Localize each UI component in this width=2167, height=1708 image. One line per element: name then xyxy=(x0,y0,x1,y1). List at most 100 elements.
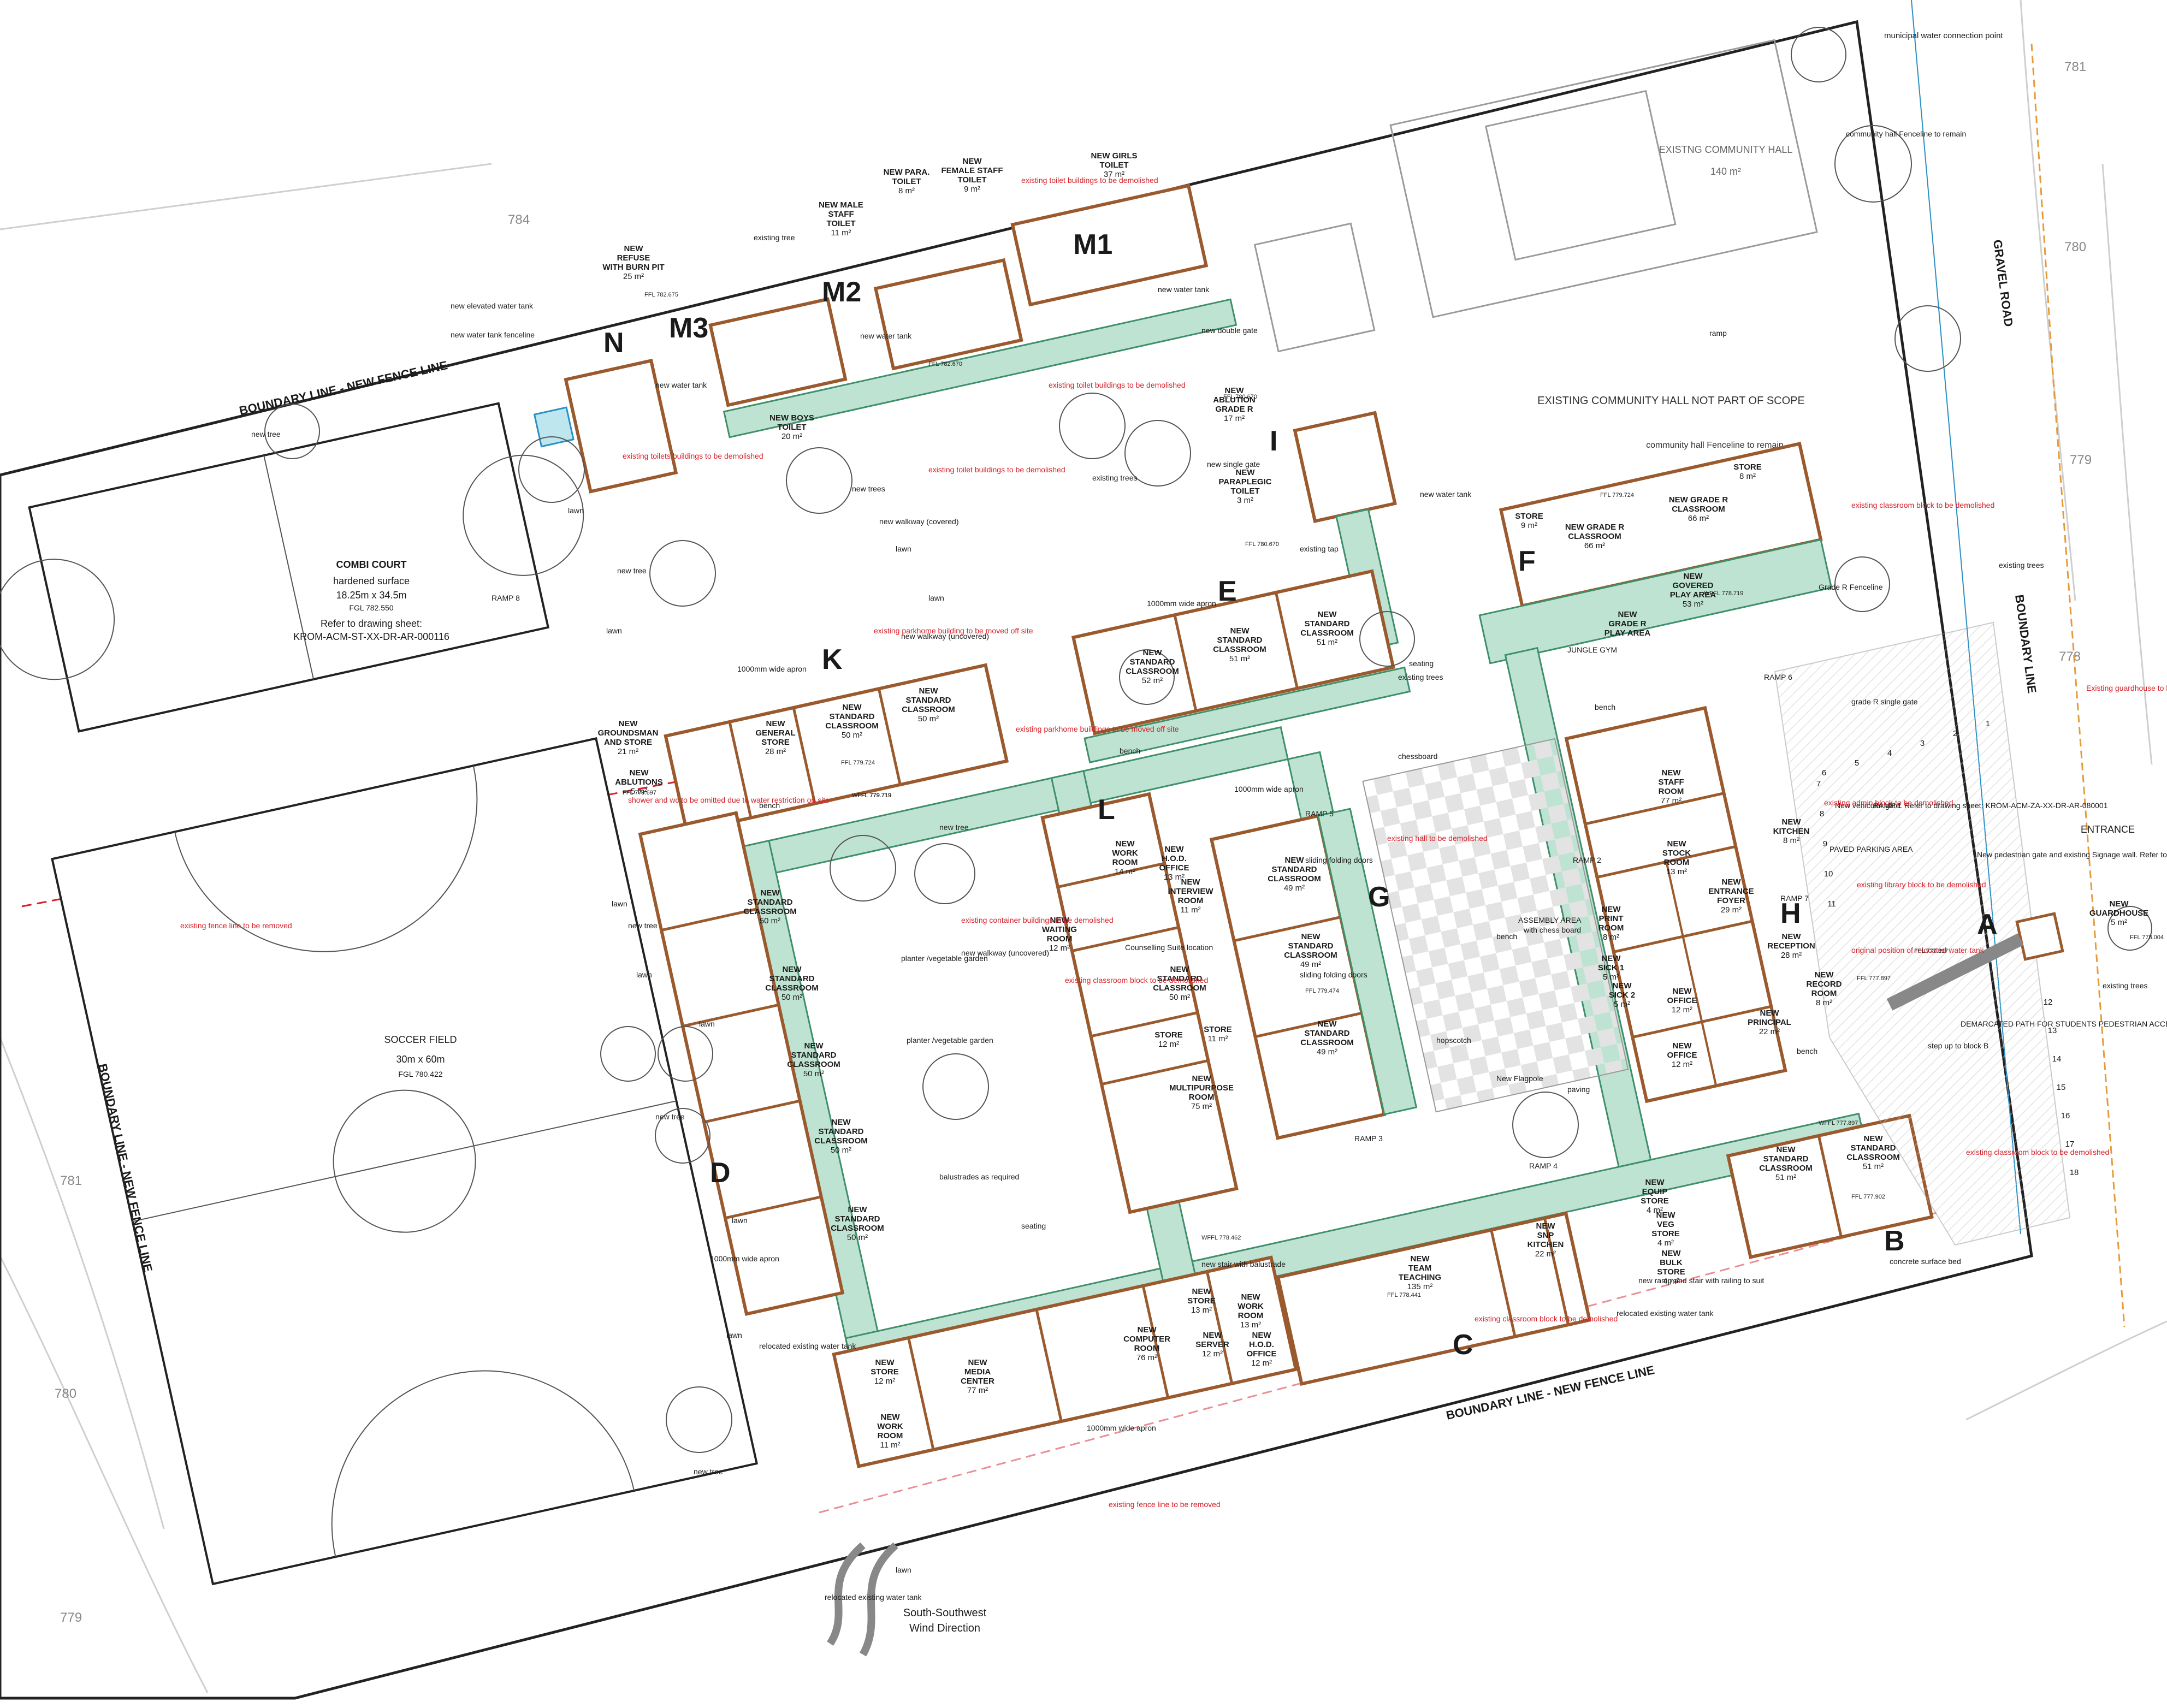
demolition-note: existing classroom block to be demolishe… xyxy=(1851,501,1994,509)
room-name-line2: REFUSE xyxy=(617,253,650,263)
site-label: planter /vegetable garden xyxy=(907,1036,993,1045)
room-area: 50 m² xyxy=(760,916,780,926)
room-name-line2: EQUIP xyxy=(1642,1187,1668,1196)
site-label: seating xyxy=(1021,1221,1046,1230)
contour-label: 781 xyxy=(2064,60,2086,74)
room-name-line2: STORE xyxy=(1187,1296,1215,1306)
room-area: 13 m² xyxy=(1240,1320,1261,1330)
room-name-line3: ROOM xyxy=(1664,858,1690,867)
room-name-line1: NEW xyxy=(1236,468,1256,477)
site-label: seating xyxy=(1409,659,1434,668)
site-label: bench xyxy=(1496,932,1517,941)
room-name-line3: FOYER xyxy=(1717,896,1745,905)
room-name-line3: AND STORE xyxy=(604,738,652,747)
demolition-note: existing hall to be demolished xyxy=(1387,834,1488,843)
room-name-line2: STANDARD xyxy=(1304,1029,1349,1038)
site-label: existing trees xyxy=(1398,673,1443,681)
room-area: 25 m² xyxy=(623,272,644,281)
demolition-note: existing classroom block to be demolishe… xyxy=(1475,1314,1618,1323)
site-label: PAVED PARKING AREA xyxy=(1829,845,1913,853)
room-name-line2: GENERAL xyxy=(755,728,795,738)
block-letter-g: G xyxy=(1368,881,1390,913)
ffl-label: FFL 779.719 xyxy=(857,792,891,799)
room-name-line3: TOILET xyxy=(957,175,986,185)
block-letter-h: H xyxy=(1780,898,1801,929)
ffl-label: FFL 777.902 xyxy=(1851,1194,1885,1200)
site-label: lawn xyxy=(896,1565,911,1574)
room-area: 4 m² xyxy=(1663,1277,1679,1286)
room-name-line3: PLAY AREA xyxy=(1670,590,1716,600)
room-area: 28 m² xyxy=(765,747,786,756)
room-area: 12 m² xyxy=(874,1377,895,1386)
ffl-label: WFFL 779.719 xyxy=(852,792,891,799)
room-area: 50 m² xyxy=(831,1146,851,1155)
parking-bay-number: 11 xyxy=(1827,899,1836,909)
room-name-line3: STORE xyxy=(761,738,789,747)
room-name-line3: PLAY AREA xyxy=(1604,628,1651,638)
room-name-line3: TOILET xyxy=(1230,487,1259,496)
room-name-line2: PRINCIPAL xyxy=(1748,1018,1791,1027)
parking-bay-number: 18 xyxy=(2070,1168,2079,1177)
room-name-line3: CLASSROOM xyxy=(1284,951,1337,960)
entrance-label: ENTRANCE xyxy=(2081,824,2135,835)
contour-label: 784 xyxy=(508,212,530,227)
site-label: RAMP 8 xyxy=(492,594,520,602)
site-label: RAMP 4 xyxy=(1529,1161,1558,1170)
demolition-note: existing admin block to be demolished xyxy=(1824,798,1953,807)
room-name-line1: NEW xyxy=(1285,856,1305,865)
room-name-line1: NEW xyxy=(875,1358,895,1367)
room-name-line1: NEW xyxy=(1192,1287,1212,1296)
parking-bay-number: 5 xyxy=(1855,758,1859,768)
room-name-line1: NEW xyxy=(1782,817,1802,827)
room-area: 12 m² xyxy=(1202,1349,1223,1359)
parking-bay-number: 7 xyxy=(1816,779,1821,788)
soccer-title: SOCCER FIELD xyxy=(384,1034,457,1045)
room-name-line3: ROOM xyxy=(1659,787,1684,796)
site-label: lawn xyxy=(606,626,622,635)
room-area: 4 m² xyxy=(1647,1206,1663,1215)
room-name-line3: CLASSROOM xyxy=(1153,983,1206,993)
room-name-line1: NEW xyxy=(1138,1325,1157,1335)
room-area: 12 m² xyxy=(1251,1359,1272,1368)
block-letter-f: F xyxy=(1518,545,1536,577)
room-area: 5 m² xyxy=(2111,918,2127,927)
room-name-line2: TOILET xyxy=(1099,161,1128,170)
room-name-line3: CENTER xyxy=(961,1377,994,1386)
room-name-line3: CLASSROOM xyxy=(831,1224,884,1233)
room-name-line3: STORE xyxy=(1651,1229,1679,1238)
contour-label: 779 xyxy=(60,1610,82,1625)
room-name-line2: STAFF xyxy=(1658,778,1684,787)
electrical-line xyxy=(2030,43,2125,1327)
room-name-line2: SICK 2 xyxy=(1609,991,1635,1000)
site-label: new tree xyxy=(251,430,281,438)
room-name-line2: MEDIA xyxy=(964,1367,991,1377)
room-name-line2: OFFICE xyxy=(1667,996,1697,1005)
room-name-line1: NEW xyxy=(1230,626,1250,636)
room-name-line3: STORE xyxy=(1657,1267,1685,1277)
room-area: 20 m² xyxy=(781,432,802,441)
parking-bay-number: 16 xyxy=(2061,1111,2070,1120)
room-name-line2: WORK xyxy=(1238,1302,1264,1311)
room-name-line1: NEW xyxy=(919,686,939,696)
combi-sub2: 18.25m x 34.5m xyxy=(336,590,406,601)
site-labels: lawnlawnlawnlawnlawnlawnlawnlawnlawnlawn… xyxy=(251,129,2167,1602)
site-label: 1000mm wide apron xyxy=(737,665,807,673)
room-name-line3: ROOM xyxy=(1178,896,1204,905)
ffl-label: FFL 778.441 xyxy=(1387,1292,1421,1298)
site-label: Grade R Fenceline xyxy=(1819,583,1883,591)
site-label: ASSEMBLY AREA xyxy=(1518,916,1582,924)
site-label: chessboard xyxy=(1398,752,1437,761)
room-area: 50 m² xyxy=(918,714,939,723)
site-label: RAMP 7 xyxy=(1780,894,1809,903)
